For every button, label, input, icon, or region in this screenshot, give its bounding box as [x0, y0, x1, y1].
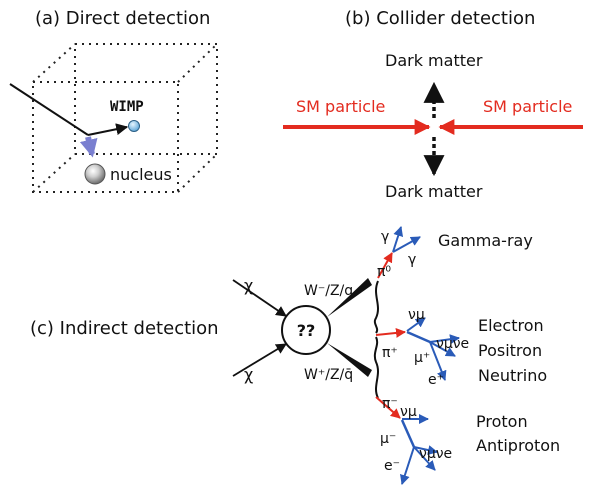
gamma-a-arrow — [392, 226, 404, 253]
nu-pair-minus-label: νμνe — [419, 446, 452, 462]
product-proton-label: Proton — [476, 412, 528, 431]
annihilation-vertex-label: ?? — [297, 321, 316, 340]
product-antiproton-label: Antiproton — [476, 436, 560, 455]
nu-pair-minus-arrow-a — [413, 445, 438, 455]
indirect-detection-title: (c) Indirect detection — [30, 318, 219, 339]
gamma-ray-product-label: Gamma-ray — [438, 231, 533, 250]
nu-pair-plus-arrow-b — [429, 341, 456, 357]
dark-matter-bottom-label: Dark matter — [385, 182, 483, 201]
nu-mu-plus-arrow — [406, 317, 426, 332]
annihilation-vertex-circle — [281, 305, 331, 355]
gamma-a-label: γ — [381, 229, 389, 245]
negative-pion-arrow — [375, 396, 401, 419]
boson-top-wedge — [327, 278, 372, 317]
nucleus-label: nucleus — [110, 165, 172, 184]
product-electron-label: Electron — [478, 316, 544, 335]
panel-collider-detection: (b) Collider detection Dark matter Dark … — [283, 8, 583, 201]
nu-mu-plus-label: νμ — [408, 307, 425, 323]
chi-top-label: χ — [244, 276, 253, 295]
detector-box — [32, 43, 218, 193]
muon-minus-track — [400, 419, 416, 448]
nucleus-sphere — [84, 163, 106, 185]
gamma-b-label: γ — [408, 252, 416, 268]
chi-bottom-label: χ — [244, 365, 253, 384]
gamma-ray-branch: γ γ π⁰ Gamma-ray — [377, 226, 533, 280]
positive-pion-branch: π⁺ νμ μ⁺ νμνe e⁺ Electron Positron Neutr… — [375, 307, 547, 388]
wimp-particle — [128, 120, 140, 132]
nu-pair-minus-arrow-b — [413, 446, 436, 471]
negative-pion-label: π⁻ — [382, 396, 398, 412]
hadronization-brace-bottom — [373, 336, 379, 399]
direct-detection-title: (a) Direct detection — [35, 8, 210, 29]
gamma-b-arrow — [392, 236, 421, 253]
hadronization-brace-top — [373, 280, 379, 334]
collider-detection-title: (b) Collider detection — [345, 8, 535, 29]
product-neutrino-label: Neutrino — [478, 366, 547, 385]
neutral-pion-arrow — [377, 252, 393, 279]
incoming-wimp-track — [9, 83, 89, 136]
positron-arrow — [429, 341, 447, 381]
sm-particle-right-label: SM particle — [483, 97, 572, 116]
muon-minus-label: μ⁻ — [380, 431, 396, 447]
neutral-pion-label: π⁰ — [377, 264, 391, 280]
nu-pair-plus-label: νμνe — [436, 336, 469, 352]
boson-bottom-wedge — [327, 343, 372, 377]
chi-bottom-arrow — [232, 343, 287, 377]
boson-bottom-label: W⁺/Z/q̄ — [304, 367, 353, 383]
electron-label: e⁻ — [384, 458, 400, 474]
nu-pair-plus-arrow-a — [429, 334, 460, 345]
wimp-label: WIMP — [110, 99, 144, 115]
scattered-wimp-arrow — [87, 123, 129, 136]
negative-pion-branch: π⁻ νμ μ⁻ νμνe e⁻ Proton Antiproton — [375, 396, 560, 485]
chi-top-arrow — [232, 279, 287, 317]
positron-label: e⁺ — [428, 372, 444, 388]
positive-pion-arrow — [375, 327, 406, 338]
nucleus-recoil-arrow — [79, 136, 98, 158]
panel-indirect-detection: (c) Indirect detection χ χ ?? W⁻/Z/q W⁺/… — [30, 226, 560, 485]
sm-particle-left-label: SM particle — [296, 97, 385, 116]
positive-pion-label: π⁺ — [382, 345, 398, 361]
muon-plus-label: μ⁺ — [414, 350, 430, 366]
product-positron-label: Positron — [478, 341, 542, 360]
muon-plus-track — [406, 330, 431, 344]
electron-arrow — [400, 446, 415, 485]
nu-mu-minus-label: νμ — [400, 404, 417, 420]
boson-top-label: W⁻/Z/q — [304, 283, 353, 299]
panel-direct-detection: (a) Direct detection WIMP nucleus — [9, 8, 218, 193]
dark-matter-top-label: Dark matter — [385, 51, 483, 70]
